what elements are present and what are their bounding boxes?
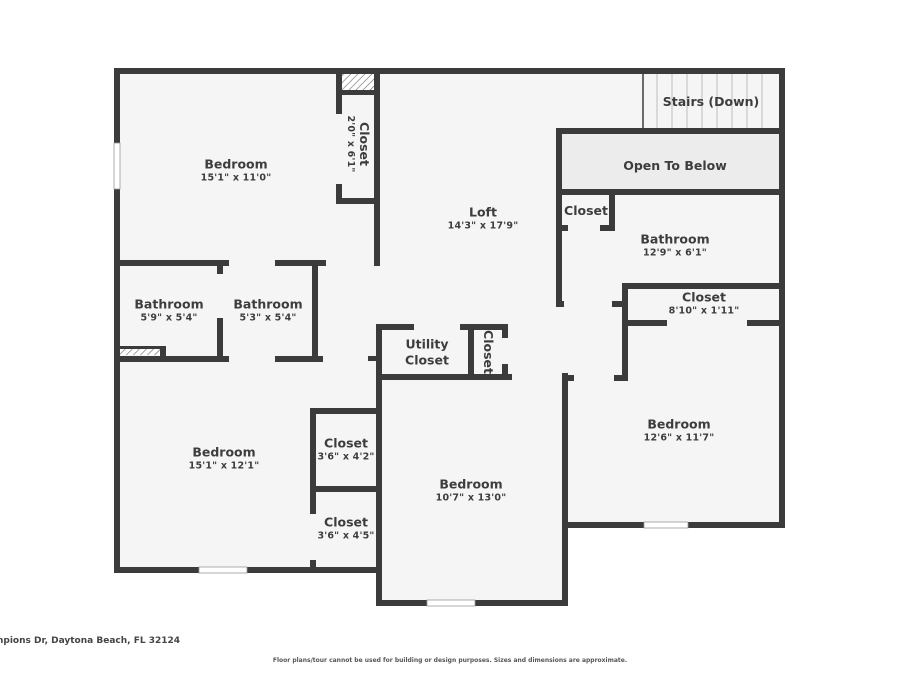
window [643,521,689,529]
room-name: Bedroom [647,416,711,432]
room-closet-3: Closet 8'10" x 1'11" [669,289,740,317]
hatched-chase [342,74,375,90]
room-bedroom-4: Bedroom 10'7" x 13'0" [436,476,507,504]
property-address: mpions Dr, Daytona Beach, FL 32124 [0,636,181,646]
room-name: Closet [356,122,372,166]
room-dimensions: 3'6" x 4'5" [317,529,375,541]
room-dimensions: 3'6" x 4'2" [317,450,375,462]
room-name: Bathroom [134,296,204,312]
room-name: Closet [324,514,368,530]
room-bathroom-1: Bathroom 12'9" x 6'1" [640,231,709,259]
window [198,566,248,574]
room-name: Loft [469,204,497,220]
room-dimensions: 10'7" x 13'0" [435,491,507,503]
room-dimensions: 12'9" x 6'1" [643,246,707,258]
open-to-below-area [562,131,781,191]
room-closet-1: Closet 2'0" x 6'1" [344,115,372,172]
room-name: Stairs (Down) [662,94,760,110]
room-name: Bedroom [204,156,268,172]
room-bedroom-2: Bedroom 12'6" x 11'7" [644,416,715,444]
stairs-graphic [642,73,763,130]
room-name: Bedroom [439,476,503,492]
room-utility-closet: Utility Closet [397,336,457,367]
disclaimer-text: Floor plans/tour cannot be used for buil… [272,657,628,664]
room-closet-4: Closet [480,330,496,374]
window [426,599,476,607]
room-closet-5: Closet 3'6" x 4'2" [317,435,374,463]
room-dimensions: 5'3" x 5'4" [239,311,297,323]
room-name: Closet [682,289,726,305]
room-dimensions: 14'3" x 17'9" [447,219,519,231]
room-dimensions: 2'0" x 6'1" [345,115,357,173]
room-name: Closet [480,330,496,374]
hatched-ledge [120,349,160,355]
room-name: Closet [324,435,368,451]
room-name: Bathroom [233,296,303,312]
room-closet-2: Closet [564,203,608,219]
room-dimensions: 15'1" x 12'1" [188,459,260,471]
room-stairs: Stairs (Down) [663,94,760,110]
room-bedroom-1: Bedroom 15'1" x 11'0" [201,156,272,184]
room-name: Closet [564,203,608,219]
window [113,142,121,190]
room-dimensions: 12'6" x 11'7" [643,431,715,443]
room-bathroom-2: Bathroom 5'9" x 5'4" [134,296,203,324]
room-dimensions: 5'9" x 5'4" [140,311,198,323]
windows [113,142,689,607]
room-dimensions: 8'10" x 1'11" [668,304,740,316]
room-loft: Loft 14'3" x 17'9" [448,204,519,232]
room-dimensions: 15'1" x 11'0" [200,171,272,183]
room-name: Bedroom [192,444,256,460]
room-bedroom-3: Bedroom 15'1" x 12'1" [189,444,260,472]
room-name: Utility Closet [405,336,449,367]
walls [114,68,785,606]
room-name: Bathroom [640,231,710,247]
room-name: Open To Below [623,158,727,174]
room-bathroom-3: Bathroom 5'3" x 5'4" [233,296,302,324]
room-open-to-below: Open To Below [623,158,727,174]
room-closet-6: Closet 3'6" x 4'5" [317,514,374,542]
